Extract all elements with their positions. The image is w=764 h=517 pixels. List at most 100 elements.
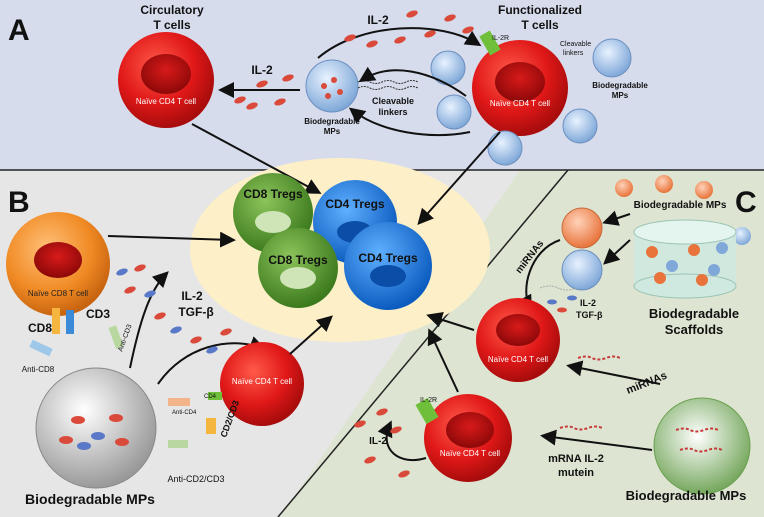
mp-release-arrow-2	[348, 107, 471, 137]
panel-letter-b: B	[8, 186, 30, 219]
panel-letter-c: C	[735, 186, 757, 219]
orange-mp-loaded	[561, 207, 603, 249]
nucleus	[496, 314, 540, 346]
nucleus	[141, 54, 191, 94]
nucleus	[34, 242, 82, 278]
cd4-treg-nucleus-2	[370, 265, 406, 287]
tgfb-c-label: TGF-β	[576, 310, 603, 320]
naive-cd4-b-label: Naïve CD4 T cell	[232, 377, 292, 386]
naive-cd4-left-label: Naïve CD4 T cell	[136, 97, 196, 106]
cd4-tregs-top-label: CD4 Tregs	[325, 197, 385, 211]
biodegradable-scaffold	[633, 219, 737, 299]
il2r-receptor-c	[415, 397, 439, 425]
il2r-receptor	[479, 30, 501, 56]
anti-cd8-antibody	[29, 339, 53, 357]
il2r-label-a: IL-2R	[492, 35, 509, 42]
anti-cd4-antibody	[168, 398, 190, 406]
il2-molecules-top	[344, 10, 474, 48]
il2-autocrine-arc	[377, 420, 427, 462]
cytokine-arc-up	[129, 271, 169, 369]
cleavable-linkers-label-2: linkers	[378, 107, 407, 117]
mrna-strand-flow	[559, 425, 603, 431]
mrna-label-1: mRNA IL-2	[548, 453, 604, 465]
biodegradable-mp-grey	[35, 367, 157, 489]
nucleus	[446, 412, 494, 448]
il2r-label-c: IL-2R	[420, 397, 437, 404]
bio-mps-c-top-label: Biodegradable MPs	[634, 200, 727, 211]
mirna-arrow-lower	[566, 360, 661, 385]
scaffolds-label-1: Biodegradable	[649, 306, 739, 321]
tgfb-b-label: TGF-β	[178, 305, 213, 319]
mrna-label-2: mutein	[558, 467, 594, 479]
attached-mps	[430, 38, 632, 166]
il2-top-label: IL-2	[367, 13, 389, 27]
arrow-cd4-to-tregs	[289, 315, 333, 355]
circulatory-label-1: Circulatory	[140, 3, 204, 17]
cd3-label: CD3	[86, 307, 110, 321]
bio-mps-b-label: Biodegradable MPs	[25, 491, 155, 507]
mp-cargo-grey	[59, 414, 129, 450]
biodegradable-mp-green	[653, 397, 751, 495]
naive-cd8-label: Naïve CD8 T cell	[28, 289, 88, 298]
arrow-mp-load-2	[603, 239, 631, 265]
arrow-c-to-tregs	[426, 312, 475, 331]
anti-cd3-antibody	[108, 325, 124, 349]
cd4-label: CD4	[204, 394, 217, 400]
functionalized-label-2: T cells	[521, 18, 559, 32]
cd3-receptor	[66, 310, 74, 334]
mrna-strand-2	[679, 447, 723, 453]
mp-cargo	[321, 77, 343, 99]
tregs-group	[233, 173, 432, 310]
cd2-cd3-receptor	[206, 418, 216, 434]
naive-cd4-right-label: Naïve CD4 T cell	[490, 99, 550, 108]
cleavable-linker-lines	[357, 80, 419, 84]
mirna-strand	[539, 285, 577, 291]
anti-cd2-cd3-label: Anti-CD2/CD3	[167, 474, 224, 484]
cd8-receptor	[52, 308, 60, 334]
arrow-a-to-tregs-left	[191, 123, 322, 194]
divider-diagonal	[277, 169, 569, 517]
cd8-treg-nucleus	[255, 211, 291, 233]
cleavable-small-1: Cleavable	[560, 41, 591, 48]
biodegradable-mp-a	[305, 59, 359, 113]
nucleus	[495, 62, 545, 102]
mrna-arrow	[540, 429, 653, 451]
naive-cd4-cell-b	[220, 342, 304, 426]
il2-b-label: IL-2	[181, 289, 203, 303]
anti-cd8-label: Anti-CD8	[22, 365, 55, 374]
blue-mp-loaded	[561, 249, 603, 291]
arrow-cd8-to-tregs	[107, 231, 236, 248]
il2-molecules-c	[354, 408, 410, 478]
cd4-receptor	[208, 392, 222, 400]
cleavable-linker-lines-2	[357, 86, 419, 90]
anti-cd2-cd3-antibody	[168, 440, 188, 448]
cd8-tregs-bottom-label: CD8 Tregs	[268, 253, 328, 267]
bio-mps-c-bottom-label: Biodegradable MPs	[626, 488, 747, 503]
cytokines-c	[547, 295, 577, 313]
anti-cd4-label: Anti-CD4	[172, 410, 197, 416]
cleavable-linkers-label-1: Cleavable	[372, 96, 414, 106]
functionalized-label-1: Functionalized	[498, 3, 582, 17]
bio-mps-right-1: Biodegradable	[592, 81, 648, 90]
mp-release-arrow-1	[358, 66, 467, 97]
mirna-strand-lower	[577, 355, 621, 361]
cd8-tregs-top-label: CD8 Tregs	[243, 187, 303, 201]
cytokines-b	[116, 264, 232, 354]
cd8-label: CD8	[28, 321, 52, 335]
circulatory-label-2: T cells	[153, 18, 191, 32]
cd4-tregs-bottom-label: CD4 Tregs	[358, 251, 418, 265]
arrow-c-lower-to-tregs	[427, 328, 459, 393]
bio-mps-right-2: MPs	[612, 91, 629, 100]
naive-cd4-c-upper-label: Naïve CD4 T cell	[488, 355, 548, 364]
mrna-strand	[675, 427, 719, 433]
il2-c-label: IL-2	[580, 298, 596, 308]
orange-mps	[615, 175, 751, 245]
panel-letter-a: A	[8, 14, 30, 47]
mps-label-1: Biodegradable	[304, 117, 360, 126]
scaffolds-label-2: Scaffolds	[665, 322, 724, 337]
il2-top-arc	[317, 27, 482, 59]
naive-cd4-c-lower-label: Naïve CD4 T cell	[440, 449, 500, 458]
cleavable-small-2: linkers	[563, 50, 584, 57]
